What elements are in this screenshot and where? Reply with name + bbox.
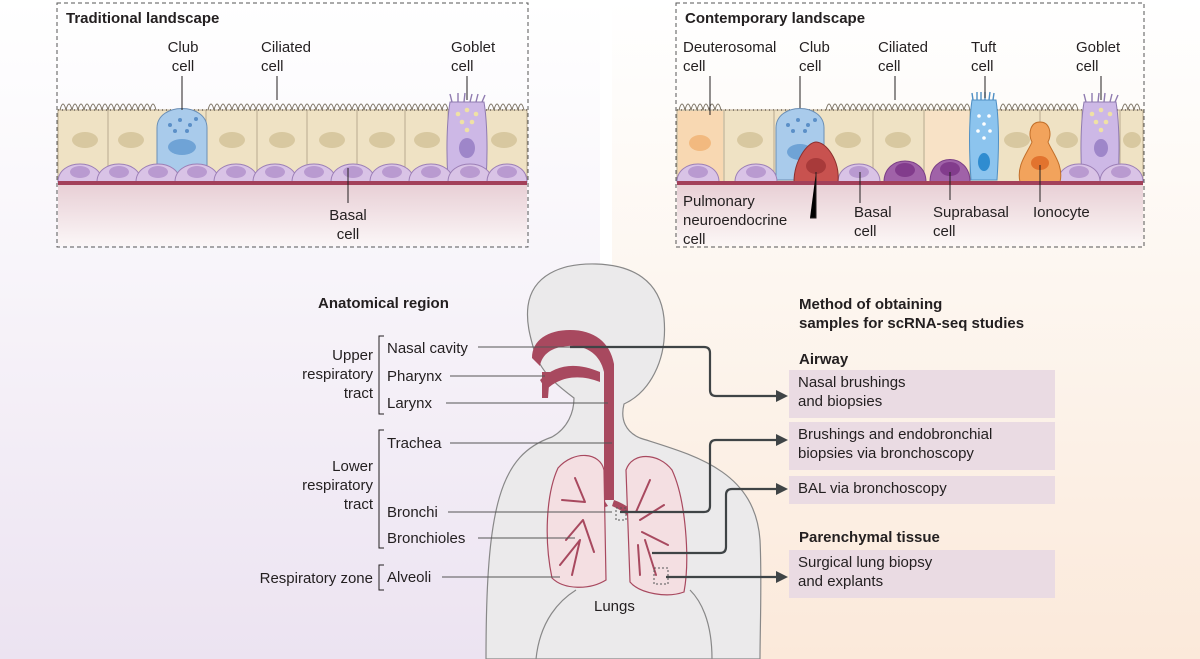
contemporary-submucosa bbox=[677, 184, 1143, 246]
parenchymal-heading: Parenchymal tissue bbox=[799, 529, 940, 546]
region-alveoli: Alveoli bbox=[387, 569, 432, 586]
label-suprabasal-cell: Suprabasal cell bbox=[933, 204, 1009, 240]
region-bronchioles: Bronchioles bbox=[387, 530, 466, 547]
label-ciliated-cell-contemporary: Ciliated cell bbox=[878, 39, 929, 75]
label-club-cell-contemporary: Club cell bbox=[799, 39, 830, 75]
method-box-nasal: Nasal brushings and biopsies bbox=[789, 370, 1055, 418]
label-basal-cell: Basal cell bbox=[329, 207, 367, 243]
contemporary-panel-title: Contemporary landscape bbox=[685, 10, 866, 27]
label-deuterosomal-cell: Deuterosomal cell bbox=[683, 39, 777, 75]
label-goblet-cell-contemporary: Goblet cell bbox=[1076, 39, 1121, 75]
method-arrowheads bbox=[776, 390, 788, 583]
cell-label-leaders bbox=[181, 76, 1102, 219]
region-pharynx: Pharynx bbox=[387, 368, 443, 385]
method-nasal-brushings: Nasal brushings and biopsies bbox=[798, 374, 906, 410]
contemporary-basal-layer bbox=[676, 121, 1144, 183]
region-pointer-lines bbox=[442, 346, 612, 578]
traditional-basement-membrane bbox=[58, 181, 527, 185]
anatomical-region-heading: Anatomical region bbox=[318, 295, 449, 312]
label-goblet-cell: Goblet cell bbox=[451, 39, 496, 75]
region-bronchi: Bronchi bbox=[387, 504, 438, 521]
traditional-panel-title: Traditional landscape bbox=[66, 10, 220, 27]
method-arrows bbox=[570, 345, 778, 579]
method-surgical-biopsy: Surgical lung biopsy and explants bbox=[798, 554, 933, 590]
label-tuft-cell: Tuft cell bbox=[971, 39, 997, 75]
lungs-label: Lungs bbox=[594, 598, 635, 615]
contemporary-panel-frame bbox=[675, 2, 1145, 248]
region-nasal-cavity: Nasal cavity bbox=[387, 340, 468, 357]
group-respiratory-zone: Respiratory zone bbox=[259, 570, 373, 587]
group-upper-respiratory-tract: Upper respiratory tract bbox=[302, 347, 373, 402]
region-larynx: Larynx bbox=[387, 395, 433, 412]
method-bal: BAL via bronchoscopy bbox=[798, 480, 947, 497]
label-ciliated-cell: Ciliated cell bbox=[261, 39, 312, 75]
label-ionocyte: Ionocyte bbox=[1033, 204, 1090, 221]
methods-heading: Method of obtaining samples for scRNA-se… bbox=[799, 296, 1025, 332]
method-box-bronchoscopy: Brushings and endobronchial biopsies via… bbox=[789, 422, 1055, 470]
method-box-surgical: Surgical lung biopsy and explants bbox=[789, 550, 1055, 598]
label-club-cell: Club cell bbox=[167, 39, 199, 75]
traditional-basal-cells bbox=[57, 163, 528, 183]
label-pulmonary-neuroendocrine-cell: Pulmonary neuroendocrine cell bbox=[683, 193, 788, 248]
region-brackets bbox=[378, 335, 384, 591]
airway-heading: Airway bbox=[799, 351, 849, 368]
contemporary-basement-membrane bbox=[677, 181, 1143, 185]
region-trachea: Trachea bbox=[387, 435, 442, 452]
group-lower-respiratory-tract: Lower respiratory tract bbox=[302, 458, 373, 513]
method-box-bal: BAL via bronchoscopy bbox=[789, 476, 1055, 504]
method-endobronchial-biopsies: Brushings and endobronchial biopsies via… bbox=[798, 426, 993, 462]
label-basal-cell-contemporary: Basal cell bbox=[854, 204, 892, 240]
traditional-submucosa bbox=[58, 184, 527, 246]
